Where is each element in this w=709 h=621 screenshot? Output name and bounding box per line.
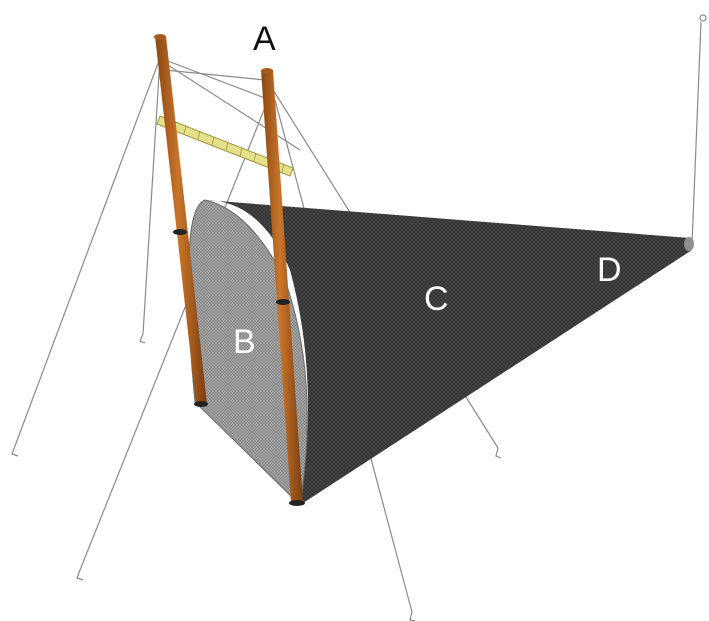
stake-front	[409, 611, 416, 621]
pole-right	[261, 70, 303, 503]
label-a: A	[253, 20, 276, 58]
guy-line-end	[691, 21, 702, 245]
guy-line-inner	[159, 59, 301, 151]
stake-left-near	[139, 333, 146, 344]
label-d: D	[597, 251, 622, 289]
net-cone	[187, 199, 694, 507]
pole-left-top	[154, 34, 166, 40]
label-b: B	[233, 323, 256, 361]
pole-left-base	[194, 401, 208, 407]
guy-line-front-left	[79, 94, 271, 571]
net-tip	[684, 237, 694, 251]
guy-line-left-far	[14, 57, 161, 447]
pole-right-band	[276, 299, 290, 305]
label-c: C	[424, 280, 449, 318]
stake-front-left	[76, 569, 84, 581]
pole-left-band	[173, 229, 187, 235]
pole-left	[155, 36, 207, 404]
stake-end	[699, 14, 707, 22]
stake-left-far	[11, 445, 19, 457]
guy-line-top-cross	[159, 57, 271, 101]
guy-line-left-near	[142, 57, 161, 335]
stake-back	[495, 447, 502, 459]
pole-right-base	[289, 500, 305, 506]
pole-right-top	[261, 68, 273, 74]
guy-line-top-cross-2	[164, 69, 266, 81]
poles	[154, 34, 305, 506]
crossbar	[156, 115, 294, 177]
net-body	[205, 200, 692, 505]
crossbar-ladder	[156, 115, 294, 177]
